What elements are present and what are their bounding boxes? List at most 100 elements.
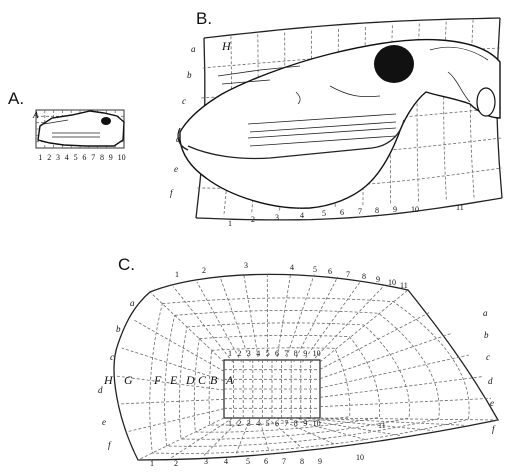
panel-c-inner-bottom-label: 9 <box>303 419 307 428</box>
panel-a-col-label: 9 <box>109 153 113 162</box>
panel-c-inner-bottom-label: 2 <box>237 419 241 428</box>
panel-c-left-row-label: a <box>130 298 135 308</box>
panel-c-spoke-top <box>220 278 250 362</box>
panel-a-col-label: 8 <box>100 153 104 162</box>
panel-c-spoke-bottom <box>203 418 241 456</box>
panel-c-inner-top-label: 5 <box>266 349 270 358</box>
panel-c-left-row-label: f <box>108 440 112 450</box>
panel-c-bottom-col-label: 9 <box>318 457 322 466</box>
panel-c-letter-row-label: F <box>153 373 162 387</box>
panel-a-label: A. <box>8 89 24 108</box>
panel-c-spoke-left <box>134 320 224 371</box>
panel-c-spoke-right <box>320 355 469 388</box>
panel-c-spoke-left <box>118 399 224 404</box>
panel-c-label: C. <box>118 255 135 274</box>
panel-b-row-label: b <box>187 70 192 80</box>
panel-c-top-col-label: 1 <box>175 270 179 279</box>
panel-a-col-label: 3 <box>56 153 60 162</box>
panel-c-bottom-col-label: 8 <box>300 457 304 466</box>
panel-c-inner-bottom-label: 5 <box>266 419 270 428</box>
panel-c-bottom-col-label: 4 <box>224 457 228 466</box>
panel-c-inner-bottom-label: 3 <box>247 419 251 428</box>
panel-c-inner-top-label: 6 <box>275 349 279 358</box>
panel-c-inner-top-label: 1 <box>228 349 232 358</box>
panel-c-spoke-right <box>320 333 452 378</box>
panel-c-top-col-label: 9 <box>376 275 380 284</box>
panel-c-bottom-col-label: 3 <box>204 457 208 466</box>
panel-c-bottom-col-label: 6 <box>264 457 268 466</box>
panel-a-col-label: 6 <box>82 153 86 162</box>
panel-b-col-label: 3 <box>275 213 279 222</box>
panel-c-right-row-label: c <box>486 352 490 362</box>
panel-c-bottom-col-label: 11 <box>378 421 386 430</box>
panel-c-spoke-right <box>320 398 491 406</box>
panel-c-top-col-label: 7 <box>346 270 350 279</box>
panel-c-letter-row-label: H <box>103 373 114 387</box>
panel-b: B. H abcdef <box>170 9 502 228</box>
panel-c-top-col-label: 6 <box>328 267 332 276</box>
panel-b-row-label: d <box>176 134 181 144</box>
panel-c-inner-bottom-label: 1 <box>228 419 232 428</box>
panel-c-bottom-col-label: 7 <box>282 457 286 466</box>
panel-c-left-row-label: d <box>98 385 103 395</box>
panel-b-hcurve <box>204 18 500 38</box>
panel-b-col-label: 9 <box>393 205 397 214</box>
panel-b-col-label: 4 <box>300 211 304 220</box>
panel-c-letter-row-label: E <box>169 373 178 387</box>
panel-a: A. A 12345678910 <box>8 89 126 162</box>
panel-c-right-row-label: a <box>483 308 488 318</box>
panel-b-col-label: 2 <box>251 215 255 224</box>
panel-a-col-label: 4 <box>65 153 69 162</box>
panel-c-spoke-left <box>126 409 224 432</box>
panel-b-col-label: 5 <box>322 209 326 218</box>
panel-a-col-label: 10 <box>118 153 126 162</box>
panel-c-inner-bottom-label: 7 <box>284 419 288 428</box>
panel-c-top-col-label: 4 <box>290 263 294 272</box>
panel-c-top-col-label: 5 <box>313 265 317 274</box>
panel-a-col-label: 7 <box>91 153 95 162</box>
panel-c-letter-row-label: B <box>210 373 218 387</box>
panel-c-bottom-col-label: 10 <box>356 453 364 462</box>
panel-c-letter-row-label: A <box>225 373 234 387</box>
panel-b-corner-letter: H <box>221 39 232 53</box>
panel-c-spoke-top <box>303 281 362 362</box>
panel-c-inner-top-label: 7 <box>284 349 288 358</box>
panel-c-right-row-label: f <box>492 424 496 434</box>
panel-c-bottom-col-label: 5 <box>246 457 250 466</box>
panel-b-col-label: 11 <box>456 203 464 212</box>
panel-c-inner-bottom-label: 10 <box>313 419 321 428</box>
panel-c-inner-top-label: 3 <box>247 349 251 358</box>
panel-c-bottom-col-label: 1 <box>150 459 154 468</box>
panel-c-bottom-col-label: 2 <box>174 459 178 468</box>
panel-b-col-label: 10 <box>411 205 419 214</box>
panel-a-row-letter: A <box>32 110 39 120</box>
panel-c-letter-row-label: C <box>198 373 207 387</box>
panel-b-col-label: 6 <box>340 208 344 217</box>
panel-c-right-row-label: e <box>490 398 494 408</box>
panel-c-spoke-bottom <box>171 418 233 458</box>
panel-c-inner-top-label: 10 <box>313 349 321 358</box>
panel-c-spoke-right <box>320 312 431 370</box>
panel-c-spoke-right <box>320 377 482 398</box>
panel-c-letter-row-label: G <box>124 373 133 387</box>
panel-a-skull-sketch <box>38 111 124 146</box>
panel-b-row-label: e <box>174 164 178 174</box>
panel-c-right-row-label: b <box>484 330 489 340</box>
panel-c-left-row-label: b <box>116 324 121 334</box>
panel-b-col-label: 1 <box>228 219 232 228</box>
panel-c-inner-bottom-label: 8 <box>294 419 298 428</box>
panel-c-spoke-top <box>320 290 408 362</box>
panel-b-row-label: a <box>191 44 196 54</box>
panel-c-spoke-top <box>150 292 224 362</box>
panel-c-top-col-label: 11 <box>400 281 408 290</box>
panel-b-row-label: f <box>170 188 174 198</box>
panel-c-top-col-label: 2 <box>202 266 206 275</box>
panel-b-col-label: 8 <box>375 206 379 215</box>
panel-a-col-label: 1 <box>38 153 42 162</box>
panel-b-row-label: c <box>182 96 186 106</box>
panel-c-left-row-label: c <box>110 352 114 362</box>
panel-c-spoke-top <box>285 274 314 362</box>
